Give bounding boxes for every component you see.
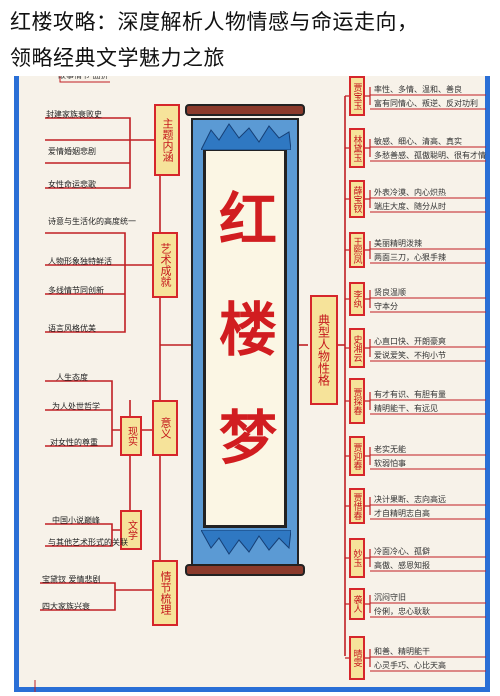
character-connector-12 bbox=[345, 649, 371, 667]
character-note-10-2: 高傲、感恩知报 bbox=[374, 561, 430, 570]
scroll-inner: 红 楼 梦 bbox=[203, 148, 287, 528]
character-note-12-1: 和善、精明能干 bbox=[374, 647, 430, 656]
note-art-1: 诗意与生活化的高度统一 bbox=[48, 217, 136, 226]
character-note-9-1: 决计果断、志向高远 bbox=[374, 495, 446, 504]
character-connector-5 bbox=[345, 290, 371, 308]
branch-theme: 主题内涵 bbox=[154, 104, 180, 176]
character-label-1: 贾宝玉 bbox=[349, 76, 365, 116]
character-note-10-1: 冷面冷心、孤僻 bbox=[374, 547, 430, 556]
character-note-5-1: 贤良温顺 bbox=[374, 288, 406, 297]
character-connector-6 bbox=[345, 339, 371, 357]
character-note-3-2: 端庄大度、随分从时 bbox=[374, 202, 446, 211]
title-char-2: 楼 bbox=[218, 296, 277, 364]
character-connector-9 bbox=[345, 497, 371, 515]
character-note-8-1: 老实无能 bbox=[374, 445, 406, 454]
sub-branch-literature: 文学 bbox=[120, 510, 142, 550]
character-label-5: 李纨 bbox=[349, 282, 365, 316]
character-label-4: 王熙凤 bbox=[349, 232, 365, 268]
note-reality-2: 为人处世哲学 bbox=[52, 402, 100, 411]
character-note-2-2: 多愁善感、孤傲聪明、很有才情 bbox=[374, 151, 486, 160]
character-note-9-2: 才自精明志自高 bbox=[374, 509, 430, 518]
character-note-5-2: 守本分 bbox=[374, 302, 398, 311]
sub-branch-reality: 现实 bbox=[120, 416, 142, 456]
note-theme-2: 爱情婚姻悲剧 bbox=[48, 147, 96, 156]
character-note-7-2: 精明能干、有远见 bbox=[374, 404, 438, 413]
character-label-7: 贾探春 bbox=[349, 378, 365, 424]
note-plot-2: 四大家族兴衰 bbox=[42, 602, 90, 611]
scroll-frame: 红 楼 梦 bbox=[191, 118, 299, 566]
character-label-3: 薛宝钗 bbox=[349, 180, 365, 218]
character-label-12: 晴雯 bbox=[349, 636, 365, 680]
page-title-line2: 领略经典文学魅力之旅 bbox=[10, 46, 225, 70]
character-label-10: 妙玉 bbox=[349, 538, 365, 578]
character-note-7-1: 有才有识、有胆有量 bbox=[374, 390, 446, 399]
note-theme-1: 封建家族衰败史 bbox=[46, 110, 102, 119]
mountain-decoration-top bbox=[201, 123, 291, 150]
mountain-decoration-bottom bbox=[201, 530, 291, 555]
character-note-8-2: 软弱怕事 bbox=[374, 459, 406, 468]
branch-art: 艺术成就 bbox=[152, 232, 178, 298]
page-title-line1: 红楼攻略：深度解析人物情感与命运走向， bbox=[10, 10, 419, 34]
character-connector-10 bbox=[345, 549, 371, 567]
character-connector-3 bbox=[345, 190, 371, 208]
character-note-1-2: 富有同情心、叛逆、反对功利 bbox=[374, 99, 478, 108]
note-literature-2: 与其他艺术形式的关联 bbox=[48, 538, 128, 547]
title-char-1: 红 bbox=[218, 186, 277, 254]
note-reality-1: 人生态度 bbox=[56, 373, 88, 382]
character-connector-11 bbox=[345, 595, 371, 613]
character-note-6-1: 心直口快、开朗豪爽 bbox=[374, 337, 446, 346]
character-note-11-1: 沉闷守旧 bbox=[374, 593, 406, 602]
note-art-4: 语言风格优美 bbox=[48, 324, 96, 333]
character-note-6-2: 爱说爱笑、不拘小节 bbox=[374, 351, 446, 360]
note-theme-3: 女性命运悲歌 bbox=[48, 180, 96, 189]
character-note-4-2: 两面三刀，心狠手辣 bbox=[374, 253, 446, 262]
note-plot-1: 宝黛钗 爱情悲剧 bbox=[42, 575, 101, 584]
character-label-6: 史湘云 bbox=[349, 328, 365, 368]
character-label-11: 袭人 bbox=[349, 588, 365, 620]
note-art-2: 人物形象独特鲜活 bbox=[48, 257, 112, 266]
character-note-2-1: 敏感、细心、清高、真实 bbox=[374, 137, 462, 146]
character-label-2: 林黛玉 bbox=[349, 128, 365, 168]
branch-plot: 情节梳理 bbox=[152, 560, 178, 626]
page-header: 红楼攻略：深度解析人物情感与命运走向， 领略经典文学魅力之旅 bbox=[0, 0, 500, 76]
character-label-9: 贾惜春 bbox=[349, 488, 365, 524]
note-art-3: 多线情节同创新 bbox=[48, 286, 104, 295]
character-connector-4 bbox=[345, 241, 371, 259]
character-label-8: 贾迎春 bbox=[349, 436, 365, 476]
character-note-11-2: 伶俐，忠心耿耿 bbox=[374, 607, 430, 616]
branch-significance: 意义 bbox=[152, 400, 178, 456]
character-note-3-1: 外表冷漠、内心炽热 bbox=[374, 188, 446, 197]
note-reality-3: 对女性的尊重 bbox=[50, 438, 98, 447]
typical-characters-label: 典型人物性格 bbox=[310, 295, 338, 405]
character-connector-7 bbox=[345, 392, 371, 410]
character-note-4-1: 美丽精明泼辣 bbox=[374, 239, 422, 248]
scroll-top-rod bbox=[185, 104, 305, 116]
character-connector-1 bbox=[345, 87, 371, 105]
character-note-12-2: 心灵手巧、心比天高 bbox=[374, 661, 446, 670]
title-char-3: 梦 bbox=[218, 404, 277, 472]
character-connector-8 bbox=[345, 447, 371, 465]
title-scroll: 红 楼 梦 bbox=[185, 104, 305, 578]
character-connector-2 bbox=[345, 139, 371, 157]
note-literature-1: 中国小说巅峰 bbox=[52, 516, 100, 525]
character-note-1-1: 率性、多情、温和、善良 bbox=[374, 85, 462, 94]
scroll-bottom-rod bbox=[185, 564, 305, 576]
